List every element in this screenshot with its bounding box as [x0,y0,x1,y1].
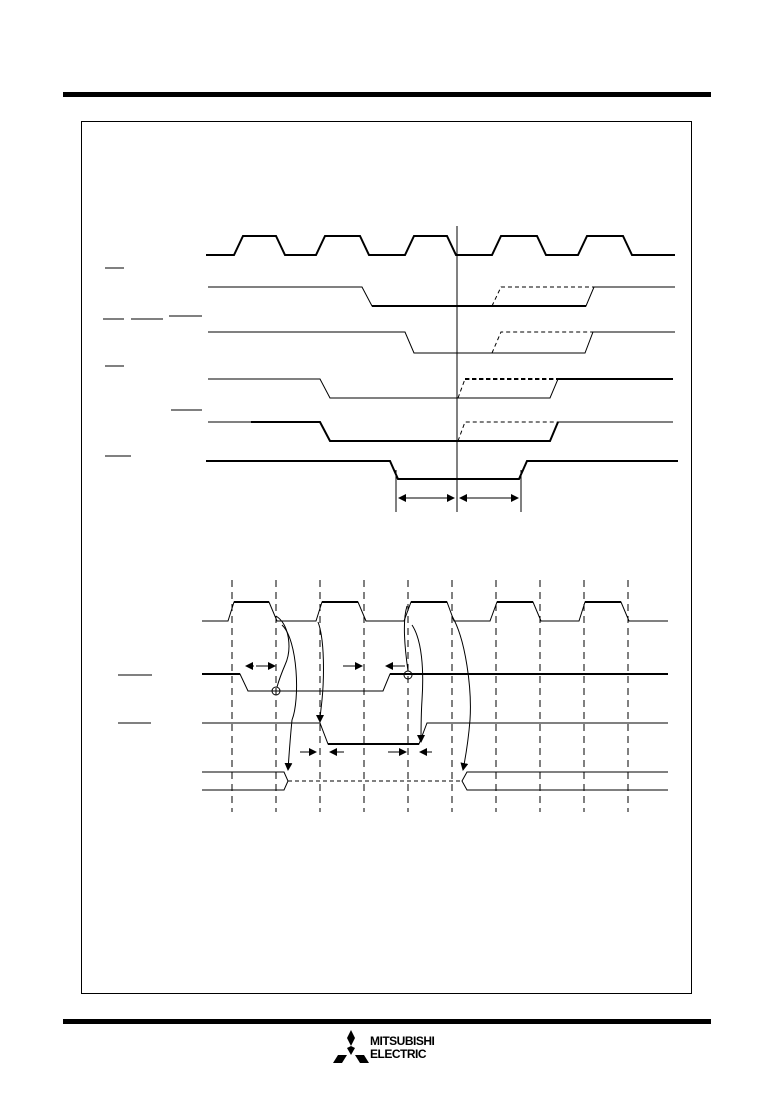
waveform-lower-signal-b [202,673,668,692]
interval-arrows [245,662,432,756]
timing-interval-arrows [395,470,522,512]
waveform-signal-6 [206,460,678,480]
brand-name-line2: ELECTRIC [370,1047,427,1061]
timing-grid [231,580,629,812]
waveform-signal-2 [208,286,675,307]
lower-timing-diagram [118,580,668,812]
signal-label-overbars [103,267,202,457]
waveform-signal-4 [208,378,559,399]
three-diamonds-icon [333,1030,369,1063]
waveform-data-bus [202,771,668,791]
brand-logo: MITSUBISHI ELECTRIC [333,1030,453,1066]
footer-rule [63,1019,711,1024]
clock-waveform-1 [206,235,675,256]
header-rule [63,92,711,97]
clock-waveform-2 [202,601,668,622]
brand-name-line1: MITSUBISHI [370,1034,435,1048]
waveform-signal-3 [208,331,675,354]
causal-arrows [275,605,471,771]
figure-frame [81,121,692,994]
waveform-lower-signal-c [202,722,668,745]
upper-timing-diagram [103,226,678,512]
